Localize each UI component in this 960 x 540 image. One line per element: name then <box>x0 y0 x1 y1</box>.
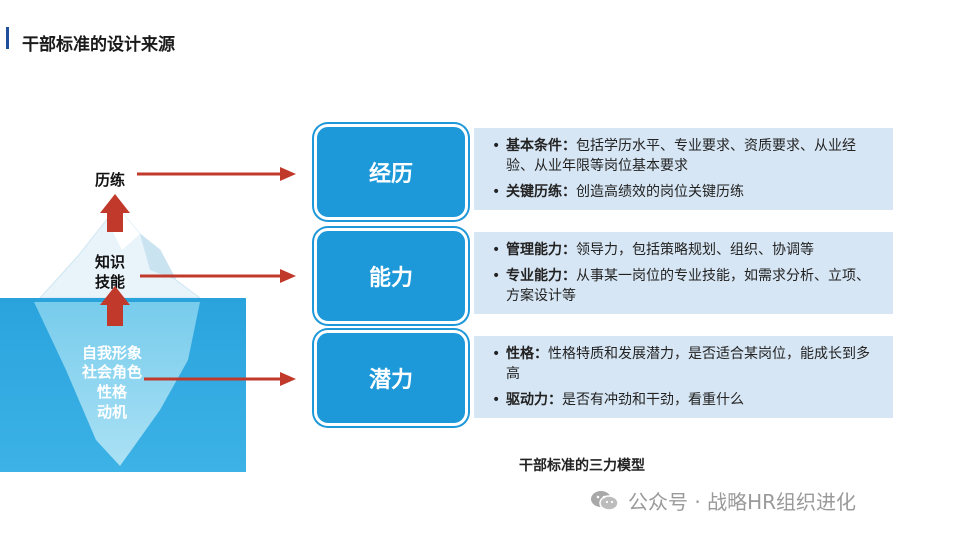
category-box-ability: 能力 <box>314 228 468 324</box>
desc-item-key: 关键历练： <box>506 184 576 200</box>
desc-item: • 驱动力：是否有冲劲和干劲，看重什么 <box>492 390 879 410</box>
desc-item: • 关键历练：创造高绩效的岗位关键历练 <box>492 182 879 202</box>
bullet: • <box>492 390 500 410</box>
desc-panel-ability: • 管理能力：领导力，包括策略规划、组织、协调等 • 专业能力：从事某一岗位的专… <box>474 232 893 314</box>
desc-item-key: 管理能力： <box>506 242 576 258</box>
bullet: • <box>492 136 500 156</box>
bullet: • <box>492 266 500 286</box>
wechat-icon <box>590 489 620 513</box>
desc-item: • 专业能力：从事某一岗位的专业技能，如需求分析、立项、方案设计等 <box>492 266 879 306</box>
category-box-potential: 潜力 <box>314 330 468 426</box>
iceberg-mid-label-2: 技能 <box>95 272 125 292</box>
title-accent-bar <box>6 27 9 49</box>
desc-item-key: 专业能力： <box>506 268 576 284</box>
desc-item-text: 领导力，包括策略规划、组织、协调等 <box>576 242 814 258</box>
desc-item-text: 创造高绩效的岗位关键历练 <box>576 184 744 200</box>
desc-panel-experience: • 基本条件：包括学历水平、专业要求、资质要求、从业经验、从业年限等岗位基本要求… <box>474 128 893 210</box>
watermark-text: 公众号 · 战略HR组织进化 <box>628 486 856 515</box>
iceberg-under-label-2: 社会角色 <box>42 363 182 382</box>
desc-panel-potential: • 性格：性格特质和发展潜力，是否适合某岗位，能成长到多高 • 驱动力：是否有冲… <box>474 336 893 418</box>
iceberg-under-label-3: 性格 <box>42 383 182 402</box>
iceberg-mid-label-1: 知识 <box>95 252 125 272</box>
bullet: • <box>492 182 500 202</box>
desc-item-key: 性格： <box>506 346 548 362</box>
iceberg-under-label-1: 自我形象 <box>42 344 182 363</box>
iceberg-top-label: 历练 <box>95 170 125 190</box>
iceberg-illustration <box>0 210 246 472</box>
arrow-to-experience <box>137 167 296 181</box>
watermark: 公众号 · 战略HR组织进化 <box>590 486 856 515</box>
desc-item-text: 是否有冲劲和干劲，看重什么 <box>562 392 744 408</box>
desc-item-key: 驱动力： <box>506 392 562 408</box>
desc-item-key: 基本条件： <box>506 138 576 154</box>
bullet: • <box>492 240 500 260</box>
category-box-experience: 经历 <box>314 124 468 220</box>
model-caption: 干部标准的三力模型 <box>519 455 645 475</box>
iceberg-under-label-4: 动机 <box>42 403 182 422</box>
desc-item: • 管理能力：领导力，包括策略规划、组织、协调等 <box>492 240 879 260</box>
bullet: • <box>492 344 500 364</box>
desc-item: • 基本条件：包括学历水平、专业要求、资质要求、从业经验、从业年限等岗位基本要求 <box>492 136 879 176</box>
desc-item: • 性格：性格特质和发展潜力，是否适合某岗位，能成长到多高 <box>492 344 879 384</box>
desc-item-text: 性格特质和发展潜力，是否适合某岗位，能成长到多高 <box>506 346 870 382</box>
page-title: 干部标准的设计来源 <box>22 30 175 55</box>
